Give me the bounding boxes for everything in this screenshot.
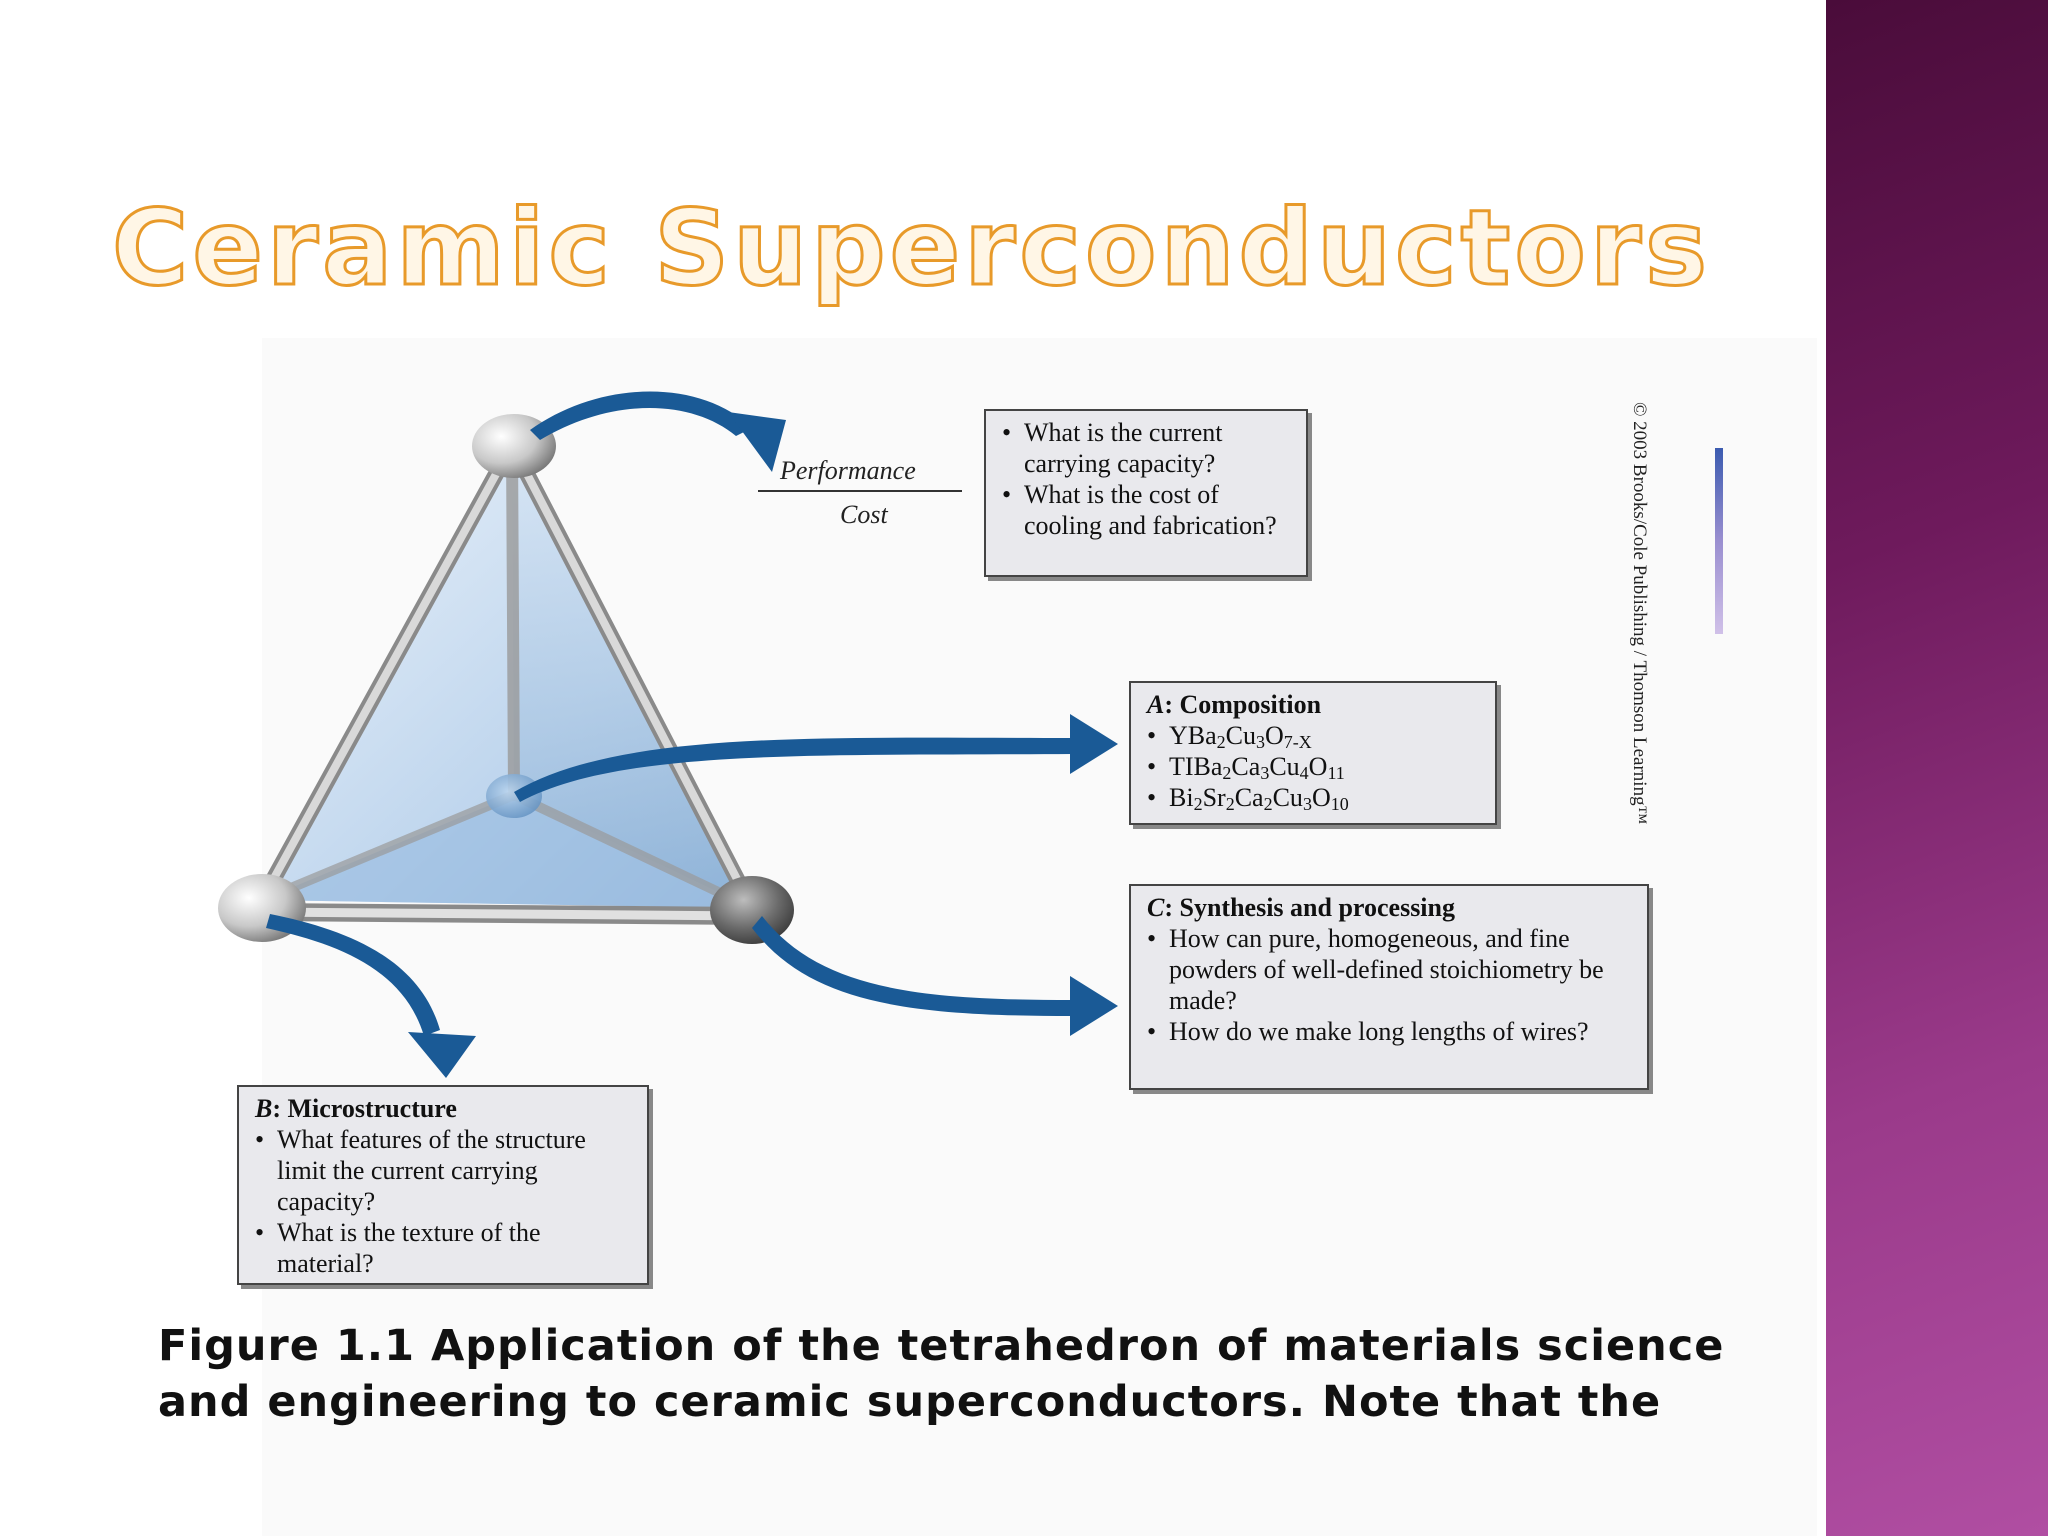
formula-tibacacuo: TIBa2Ca3Cu4O11: [1147, 751, 1481, 782]
copyright-notice: © 2003 Brooks/Cole Publishing / Thomson …: [1628, 402, 1650, 824]
microstructure-question: What features of the structure limit the…: [255, 1124, 633, 1217]
image-edge-strip: [1715, 448, 1723, 634]
synthesis-box: C: Synthesis and processing How can pure…: [1129, 884, 1649, 1090]
formula-ybco: YBa2Cu3O7-X: [1147, 720, 1481, 751]
caption-line: and engineering to ceramic superconducto…: [158, 1374, 1728, 1426]
performance-question: What is the cost of cooling and fabricat…: [1002, 479, 1292, 541]
synthesis-question: How can pure, homogeneous, and fine powd…: [1147, 923, 1633, 1016]
microstructure-question: What is the texture of the material?: [255, 1217, 633, 1279]
performance-question: What is the current carrying capacity?: [1002, 417, 1292, 479]
synthesis-heading: C: Synthesis and processing: [1147, 892, 1633, 923]
microstructure-heading: B: Microstructure: [255, 1093, 633, 1124]
formula-bscco: Bi2Sr2Ca2Cu3O10: [1147, 782, 1481, 813]
performance-questions-box: What is the current carrying capacity? W…: [984, 409, 1308, 577]
caption-line: Figure 1.1 Application of the tetrahedro…: [158, 1318, 1728, 1374]
performance-label: Performance: [780, 456, 916, 486]
synthesis-question: How do we make long lengths of wires?: [1147, 1016, 1633, 1047]
cost-label: Cost: [840, 500, 888, 530]
composition-box: A: Composition YBa2Cu3O7-X TIBa2Ca3Cu4O1…: [1129, 681, 1497, 825]
figure-caption: Figure 1.1 Application of the tetrahedro…: [158, 1318, 1728, 1426]
composition-heading: A: Composition: [1147, 689, 1481, 720]
microstructure-box: B: Microstructure What features of the s…: [237, 1085, 649, 1285]
